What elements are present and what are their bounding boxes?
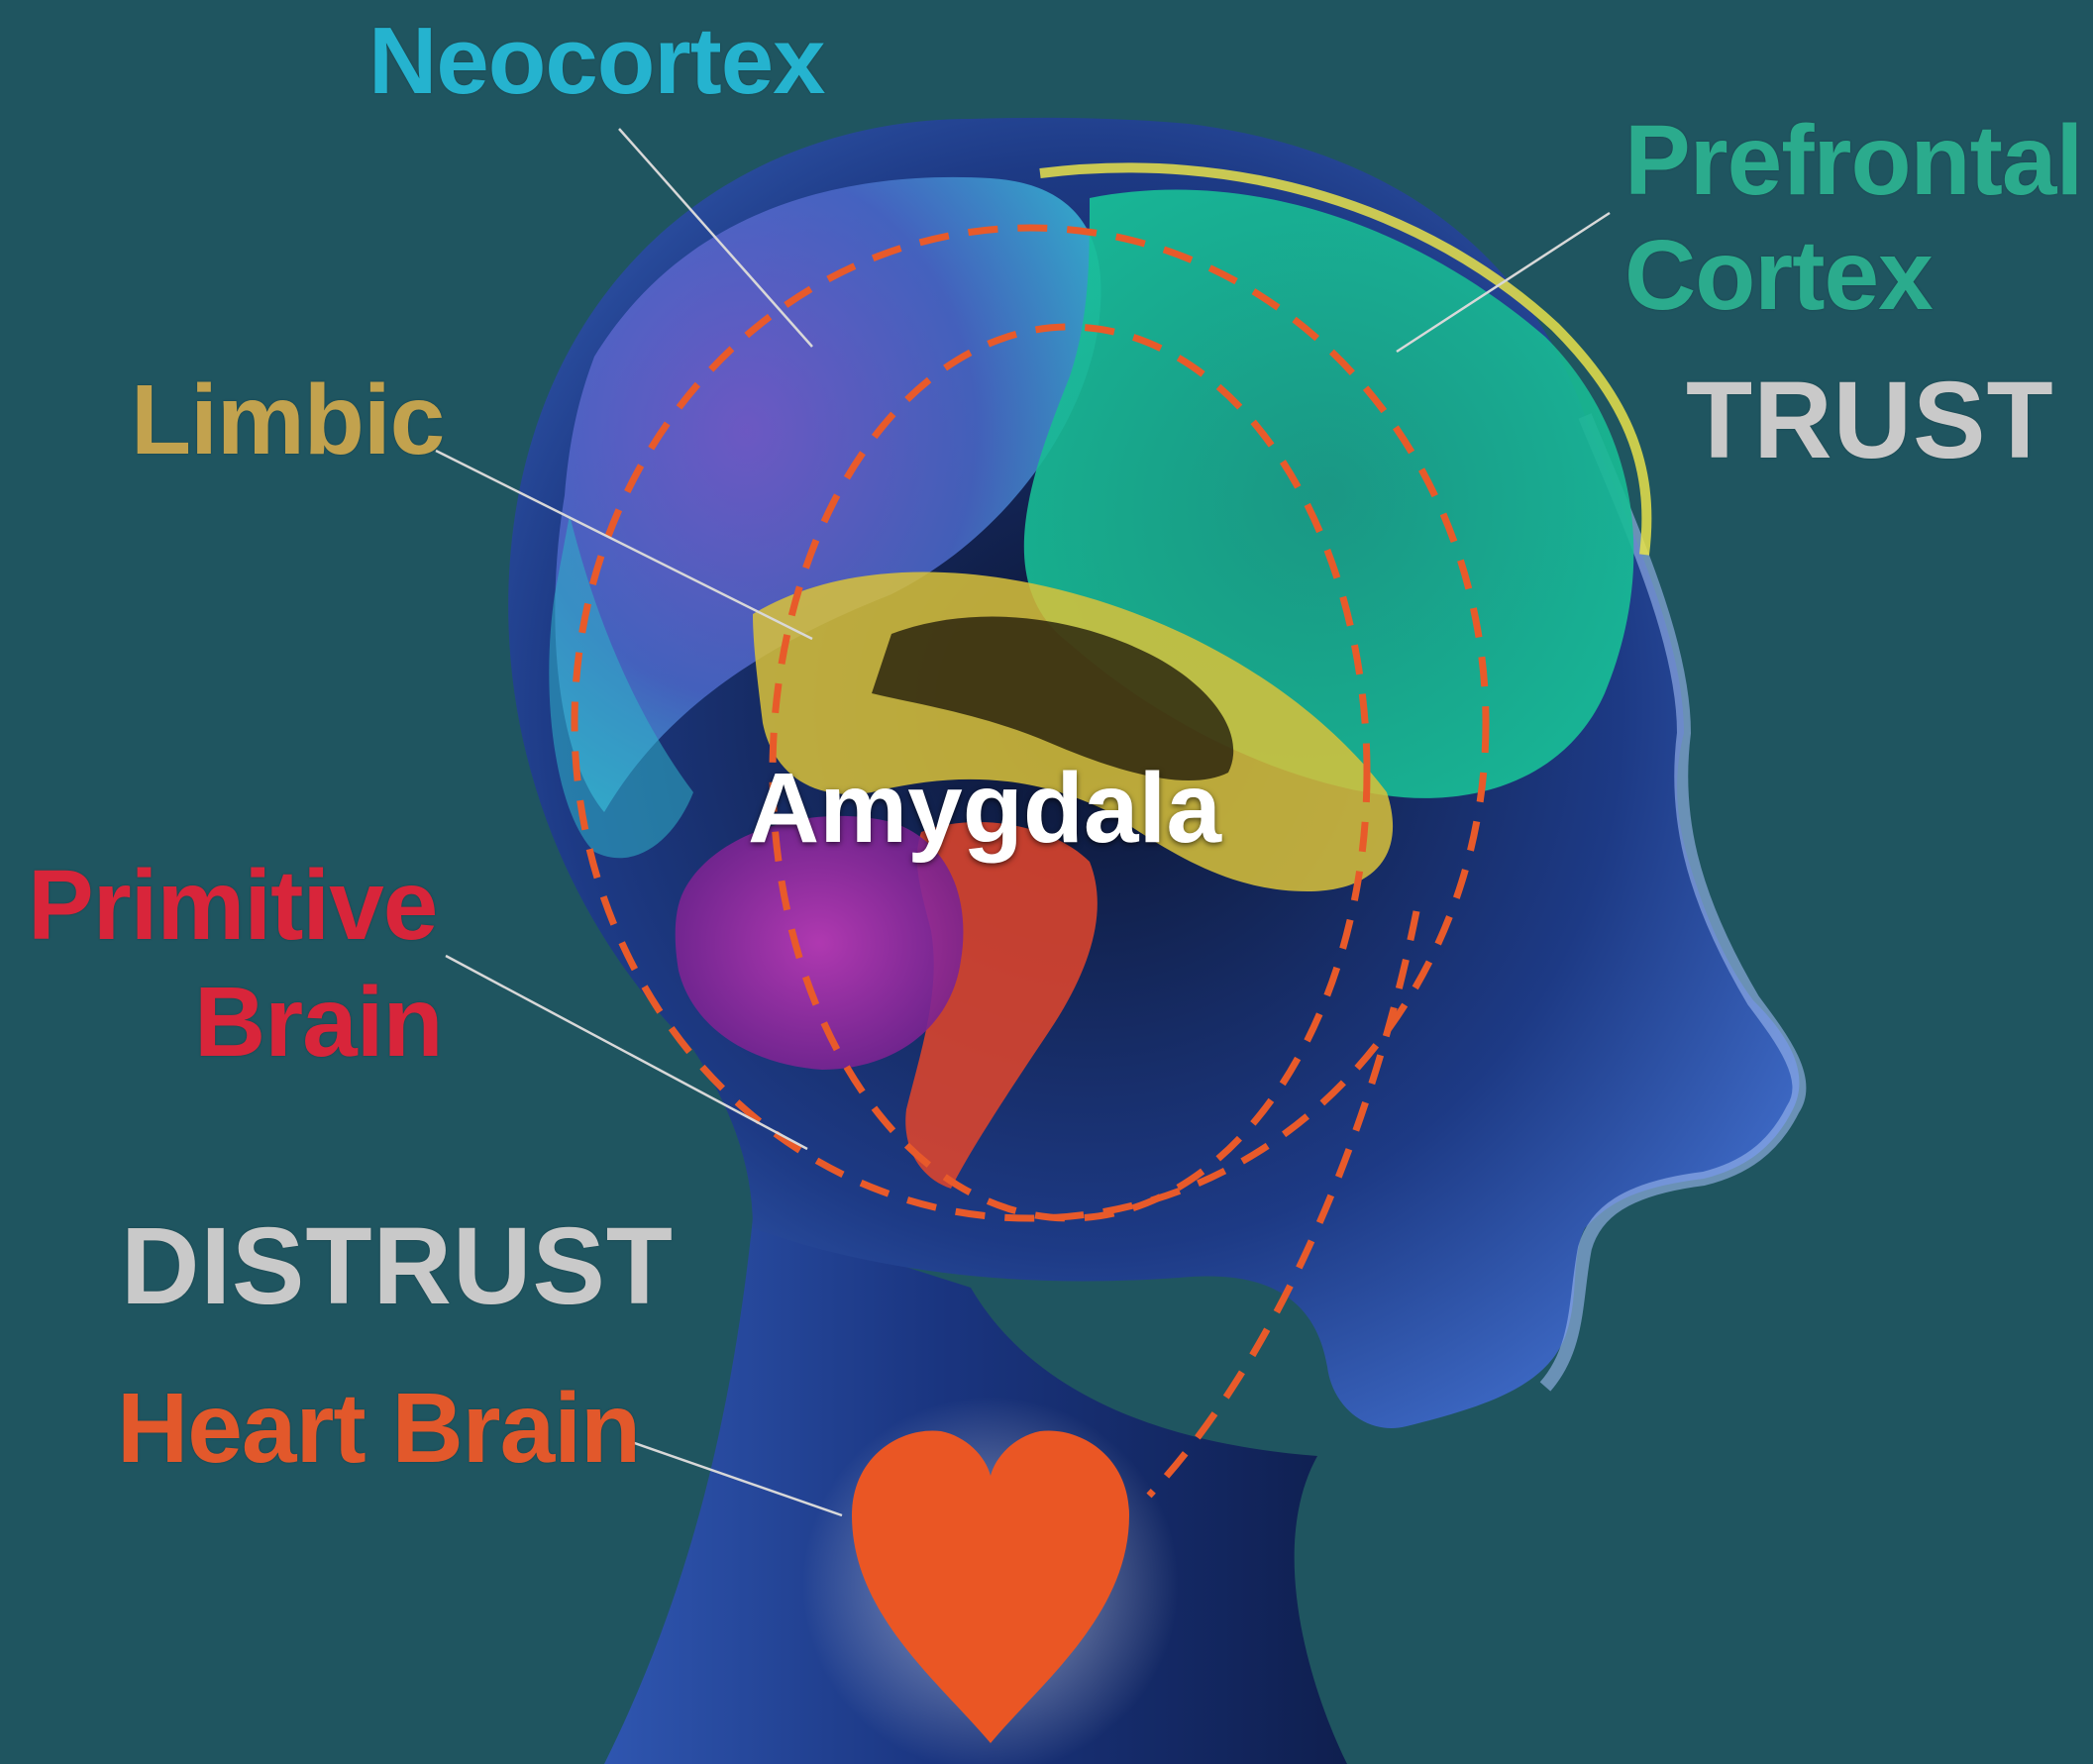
prefrontal-label-line1: Prefrontal — [1624, 111, 2082, 210]
limbic-label: Limbic — [131, 370, 444, 469]
primitive-label-line1: Primitive — [28, 856, 437, 955]
primitive-label-line2: Brain — [194, 973, 443, 1072]
neocortex-label: Neocortex — [368, 14, 825, 109]
distrust-label: DISTRUST — [121, 1212, 674, 1321]
heart-brain-label: Heart Brain — [117, 1379, 640, 1478]
amygdala-label: Amygdala — [748, 759, 1221, 858]
prefrontal-label-line2: Cortex — [1624, 226, 1933, 325]
trust-label: TRUST — [1686, 366, 2054, 475]
